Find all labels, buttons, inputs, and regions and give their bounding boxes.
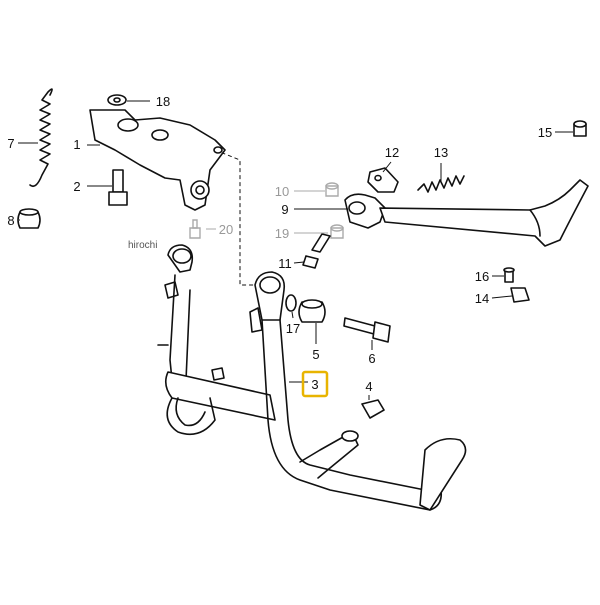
callout-3: 3 <box>311 377 318 392</box>
callout-16: 16 <box>475 269 489 284</box>
part-3-center-stand <box>157 244 467 511</box>
callout-19: 19 <box>275 226 289 241</box>
callout-1: 1 <box>73 137 80 152</box>
part-19-sleeve <box>330 224 344 239</box>
part-6-bolt <box>343 317 391 343</box>
callout-17: 17 <box>286 321 300 336</box>
callout-12: 12 <box>385 145 399 160</box>
part-10-sleeve <box>325 182 339 197</box>
callout-13: 13 <box>434 145 448 160</box>
callout-6: 6 <box>368 351 375 366</box>
callout-11: 11 <box>278 256 292 271</box>
part-17-ring <box>285 294 297 312</box>
part-12-plate <box>367 167 399 193</box>
part-8-sleeve <box>17 208 41 229</box>
part-14-nut <box>510 287 530 303</box>
part-4-stop <box>361 399 385 419</box>
callout-2: 2 <box>73 179 80 194</box>
part-15-rubber <box>573 120 587 137</box>
watermark-text: hirochi <box>128 240 157 251</box>
callout-8: 8 <box>7 213 14 228</box>
callout-10: 10 <box>275 184 289 199</box>
callout-18: 18 <box>156 94 170 109</box>
part-2-bolt <box>108 169 128 206</box>
callout-7: 7 <box>7 136 14 151</box>
part-1-bracket <box>89 109 226 211</box>
part-16-screw <box>503 267 515 283</box>
part-11-bolt <box>302 233 331 269</box>
highlight-box-part-3 <box>301 370 329 398</box>
part-7-spring <box>29 88 53 188</box>
part-20-grease-nipple <box>189 219 201 239</box>
part-13-spring <box>417 175 465 193</box>
callout-20: 20 <box>219 222 233 237</box>
callout-14: 14 <box>475 291 489 306</box>
callout-5: 5 <box>312 347 319 362</box>
part-5-bushing <box>298 299 326 323</box>
callout-15: 15 <box>538 125 552 140</box>
leader-lines <box>18 100 573 400</box>
callout-4: 4 <box>365 379 372 394</box>
part-18-washer <box>107 94 127 106</box>
part-9-lever <box>344 179 589 247</box>
callout-9: 9 <box>281 202 288 217</box>
